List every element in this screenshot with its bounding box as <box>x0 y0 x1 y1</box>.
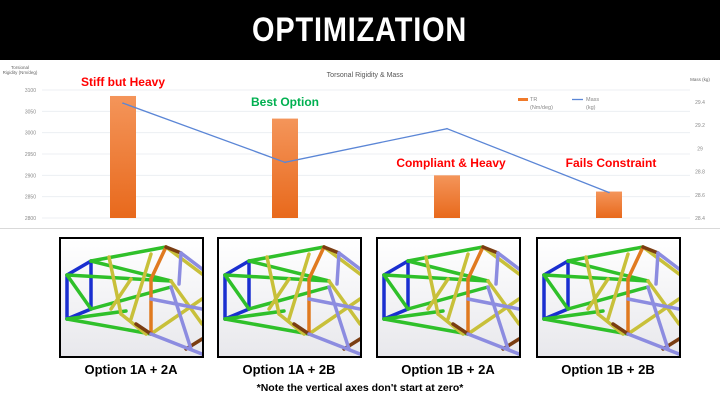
y-tick-left: 3100 <box>25 88 36 94</box>
y-tick-right: 29.2 <box>695 123 705 129</box>
y-tick-left: 2850 <box>25 195 36 201</box>
axes-note: *Note the vertical axes don't start at z… <box>256 382 464 394</box>
y-tick-right: 29.4 <box>695 100 705 106</box>
caption-option-4: Option 1B + 2B <box>561 362 655 377</box>
chart-title: Torsonal Rigidity & Mass <box>327 72 404 79</box>
bar-tr-3 <box>434 175 460 218</box>
y-tick-right: 28.6 <box>695 193 705 199</box>
title-bar: OPTIMIZATION <box>0 0 720 60</box>
y-tick-left: 3050 <box>25 109 36 115</box>
bar-tr-1 <box>110 95 136 218</box>
y-tick-left: 2900 <box>25 173 36 179</box>
chassis-frame-drawing <box>542 245 679 356</box>
caption-option-1: Option 1A + 2A <box>84 362 178 377</box>
divider <box>0 228 720 229</box>
point-mass-1 <box>122 102 124 104</box>
chassis-frame-drawing <box>223 245 360 356</box>
chassis-frame-drawing <box>382 245 519 356</box>
annotation-4: Fails Constraint <box>566 156 657 170</box>
chassis-image-2 <box>217 237 362 358</box>
y-tick-right: 28.8 <box>695 170 705 176</box>
chassis-image-3 <box>376 237 521 358</box>
annotation-1: Stiff but Heavy <box>81 75 165 89</box>
caption-option-3: Option 1B + 2A <box>401 362 495 377</box>
y-tick-left: 3000 <box>25 131 36 137</box>
chassis-frame-drawing <box>65 245 202 356</box>
legend-label-tr: TR <box>530 97 537 103</box>
legend-label-mass-unit: (kg) <box>586 105 596 111</box>
torsional-rigidity-mass-chart: Torsonal Rigidity & Mass TorsionalRigidit… <box>3 65 711 222</box>
chassis-image-1 <box>59 237 204 358</box>
chassis-image-4 <box>536 237 681 358</box>
bar-tr-2 <box>272 118 298 218</box>
y-tick-right: 29 <box>697 146 703 152</box>
y-axis-left-label-line1: Torsional <box>11 65 29 70</box>
annotation-3: Compliant & Heavy <box>396 156 506 170</box>
legend-swatch-tr <box>518 98 528 101</box>
annotation-2: Best Option <box>251 95 319 109</box>
bar-tr-4 <box>596 191 622 218</box>
point-mass-3 <box>446 127 448 130</box>
line-mass <box>122 102 610 194</box>
y-tick-left: 2950 <box>25 152 36 158</box>
caption-option-2: Option 1A + 2B <box>242 362 336 377</box>
y-axis-right-label: Mass (kg) <box>690 77 710 82</box>
point-mass-4 <box>608 191 610 194</box>
y-axis-left-label-line2: Rigidity (Nm/deg) <box>3 70 38 75</box>
y-tick-right: 28.4 <box>695 216 705 222</box>
y-tick-left: 2800 <box>25 216 36 222</box>
legend-label-mass: Mass <box>586 97 599 103</box>
legend-label-tr-unit: (Nm/deg) <box>530 105 553 111</box>
slide-title: OPTIMIZATION <box>252 10 468 49</box>
point-mass-2 <box>284 161 286 164</box>
